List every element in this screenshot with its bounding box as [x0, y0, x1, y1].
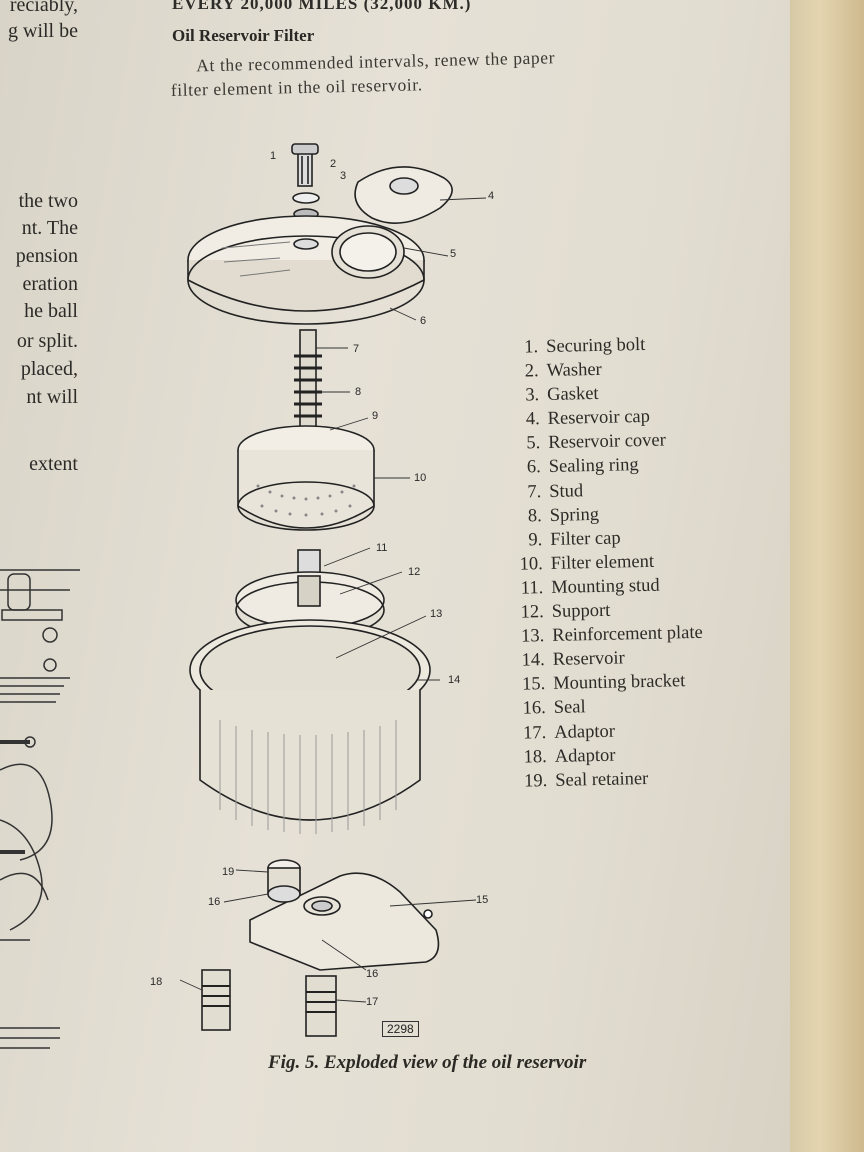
paragraph-line: At the recommended intervals, renew the … — [196, 47, 556, 76]
book-page-edge — [790, 0, 864, 1152]
list-item: 13. Reinforcement plate — [504, 623, 703, 651]
callout-label: 15 — [476, 894, 489, 906]
part-name: Filter cap — [550, 528, 621, 550]
part-number: 6. — [526, 457, 541, 478]
list-item: 19. Seal retainer — [507, 767, 706, 795]
part-name: Mounting stud — [551, 575, 660, 598]
part-number: 7. — [527, 481, 542, 502]
part-number: 9. — [528, 529, 543, 551]
part-number: 16. — [522, 698, 546, 719]
part-name: Reservoir cap — [547, 407, 651, 430]
paragraph-line: filter element in the oil reservoir. — [170, 74, 423, 100]
part-number: 3. — [525, 385, 540, 406]
callout-label: 18 — [150, 976, 163, 988]
callout-label: 10 — [414, 472, 427, 484]
callout-label: 3 — [340, 170, 347, 182]
part-number: 4. — [525, 409, 540, 430]
part-number: 11. — [520, 578, 544, 599]
body-paragraph: At the recommended intervals, renew the … — [170, 42, 711, 102]
part-name: Spring — [549, 504, 600, 526]
callout-label: 13 — [430, 608, 443, 620]
left-text-fragment: eration — [22, 273, 78, 295]
section-heading: Oil Reservoir Filter — [172, 26, 315, 45]
part-number: 13. — [520, 626, 545, 647]
callout-label: 14 — [448, 674, 461, 686]
part-number: 15. — [521, 674, 546, 695]
part-name: Sealing ring — [548, 455, 639, 478]
part-name: Filter element — [550, 551, 655, 574]
callout-label: 1 — [270, 150, 277, 162]
callout-label: 17 — [366, 996, 379, 1008]
callout-label: 9 — [372, 410, 379, 422]
part-number: 1. — [524, 337, 539, 358]
parts-list: 1. Securing bolt 2. Washer 3. Gasket 4. Rese… — [498, 334, 706, 796]
part-name: Securing bolt — [545, 334, 646, 357]
part-number: 12. — [520, 602, 544, 623]
left-text-fragment: g will be — [8, 20, 78, 42]
callout-label: 7 — [353, 343, 360, 355]
part-name: Stud — [549, 480, 584, 502]
part-number: 2. — [524, 361, 539, 382]
callout-label: 4 — [488, 190, 495, 202]
left-page-illustration — [0, 569, 80, 1049]
page-running-header: EVERY 20,000 MILES (32,000 KM.) — [172, 0, 472, 13]
callout-label: 11 — [376, 542, 388, 554]
callout-label: 12 — [408, 566, 421, 578]
part-name: Mounting bracket — [553, 671, 686, 695]
part-name: Support — [551, 600, 611, 622]
left-text-fragment: or split. — [16, 330, 78, 352]
book-page: reciably, g will be the two nt. The pens… — [0, 0, 820, 1152]
left-text-fragment: extent — [29, 453, 78, 475]
callout-label: 5 — [450, 248, 457, 260]
part-name: Adaptor — [554, 745, 616, 767]
left-text-fragment: nt will — [26, 386, 78, 408]
part-name: Reservoir — [552, 648, 625, 671]
part-name: Seal retainer — [555, 768, 649, 791]
callout-label: 19 — [222, 866, 235, 878]
list-item: 15. Mounting bracket — [505, 671, 704, 699]
left-text-fragment: the two — [18, 190, 78, 212]
part-number: 8. — [527, 505, 542, 527]
part-name: Seal — [553, 697, 586, 719]
callout-label: 16 — [366, 968, 379, 980]
left-text-fragment: he ball — [24, 300, 78, 322]
figure-number-box: 2298 — [382, 1021, 419, 1037]
part-name: Washer — [546, 359, 602, 382]
part-number: 14. — [521, 650, 545, 671]
part-name: Adaptor — [554, 721, 616, 743]
callout-label: 8 — [355, 386, 362, 398]
left-page-column: reciably, g will be the two nt. The pens… — [0, 0, 100, 1152]
callout-label: 2 — [330, 158, 337, 170]
part-number: 17. — [522, 722, 547, 744]
part-number: 19. — [523, 770, 548, 792]
left-text-fragment: placed, — [20, 358, 78, 380]
callout-label: 16 — [208, 896, 221, 908]
figure-caption: Fig. 5. Exploded view of the oil reservo… — [268, 1052, 587, 1073]
oil-reservoir-exploded-diagram — [179, 143, 487, 1037]
part-number: 5. — [526, 433, 541, 454]
left-text-fragment: reciably, — [9, 0, 78, 16]
part-number: 18. — [523, 746, 547, 768]
part-number: 10. — [519, 553, 543, 575]
callout-label: 6 — [420, 315, 427, 327]
part-name: Reinforcement plate — [552, 622, 703, 647]
part-name: Gasket — [546, 384, 599, 406]
left-text-fragment: pension — [15, 245, 78, 267]
left-text-fragment: nt. The — [21, 217, 78, 239]
part-name: Reservoir cover — [548, 430, 667, 454]
